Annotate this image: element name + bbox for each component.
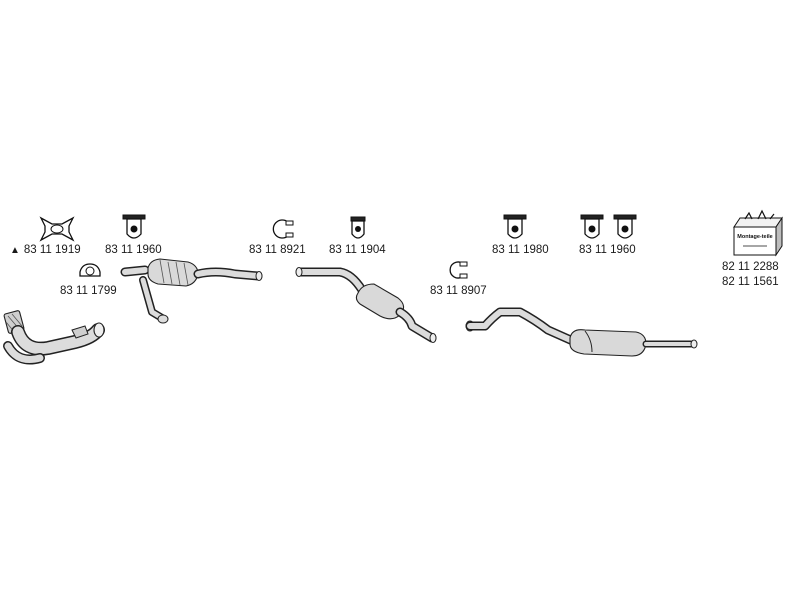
part-label-hanger-3: 83 11 1980 <box>492 244 549 256</box>
part-label-hanger-1: 83 11 1960 <box>105 244 162 256</box>
part-label-kit-2: 82 11 1561 <box>722 276 779 288</box>
part-label-kit-1: 82 11 2288 <box>722 261 779 273</box>
part-label-clamp-1: 83 11 8921 <box>249 244 306 256</box>
rubber-hanger-icon <box>350 216 366 239</box>
part-label-gasket: ▲83 11 1919 <box>10 244 81 256</box>
center-muffler <box>295 267 437 343</box>
part-label-ring: 83 11 1799 <box>60 285 117 297</box>
part-label-hanger-pair: 83 11 1960 <box>579 244 636 256</box>
x-gasket-icon <box>39 216 75 242</box>
rubber-hanger-pair-icon <box>580 214 637 239</box>
marker-triangle-icon: ▲ <box>10 245 20 256</box>
pipe-clamp-icon <box>272 219 294 239</box>
rubber-hanger-icon <box>503 214 527 239</box>
rear-muffler <box>465 307 698 357</box>
ring-gasket-icon <box>79 263 101 277</box>
rubber-hanger-icon <box>122 214 146 239</box>
front-downpipe <box>3 310 105 365</box>
part-label-hanger-2: 83 11 1904 <box>329 244 386 256</box>
mounting-kit-box-icon: Montage-teile <box>733 209 783 257</box>
pipe-clamp-icon <box>449 261 468 279</box>
kit-box-label: Montage-teile <box>737 234 772 240</box>
part-label-clamp-2: 83 11 8907 <box>430 285 487 297</box>
catalytic-converter <box>120 258 263 324</box>
